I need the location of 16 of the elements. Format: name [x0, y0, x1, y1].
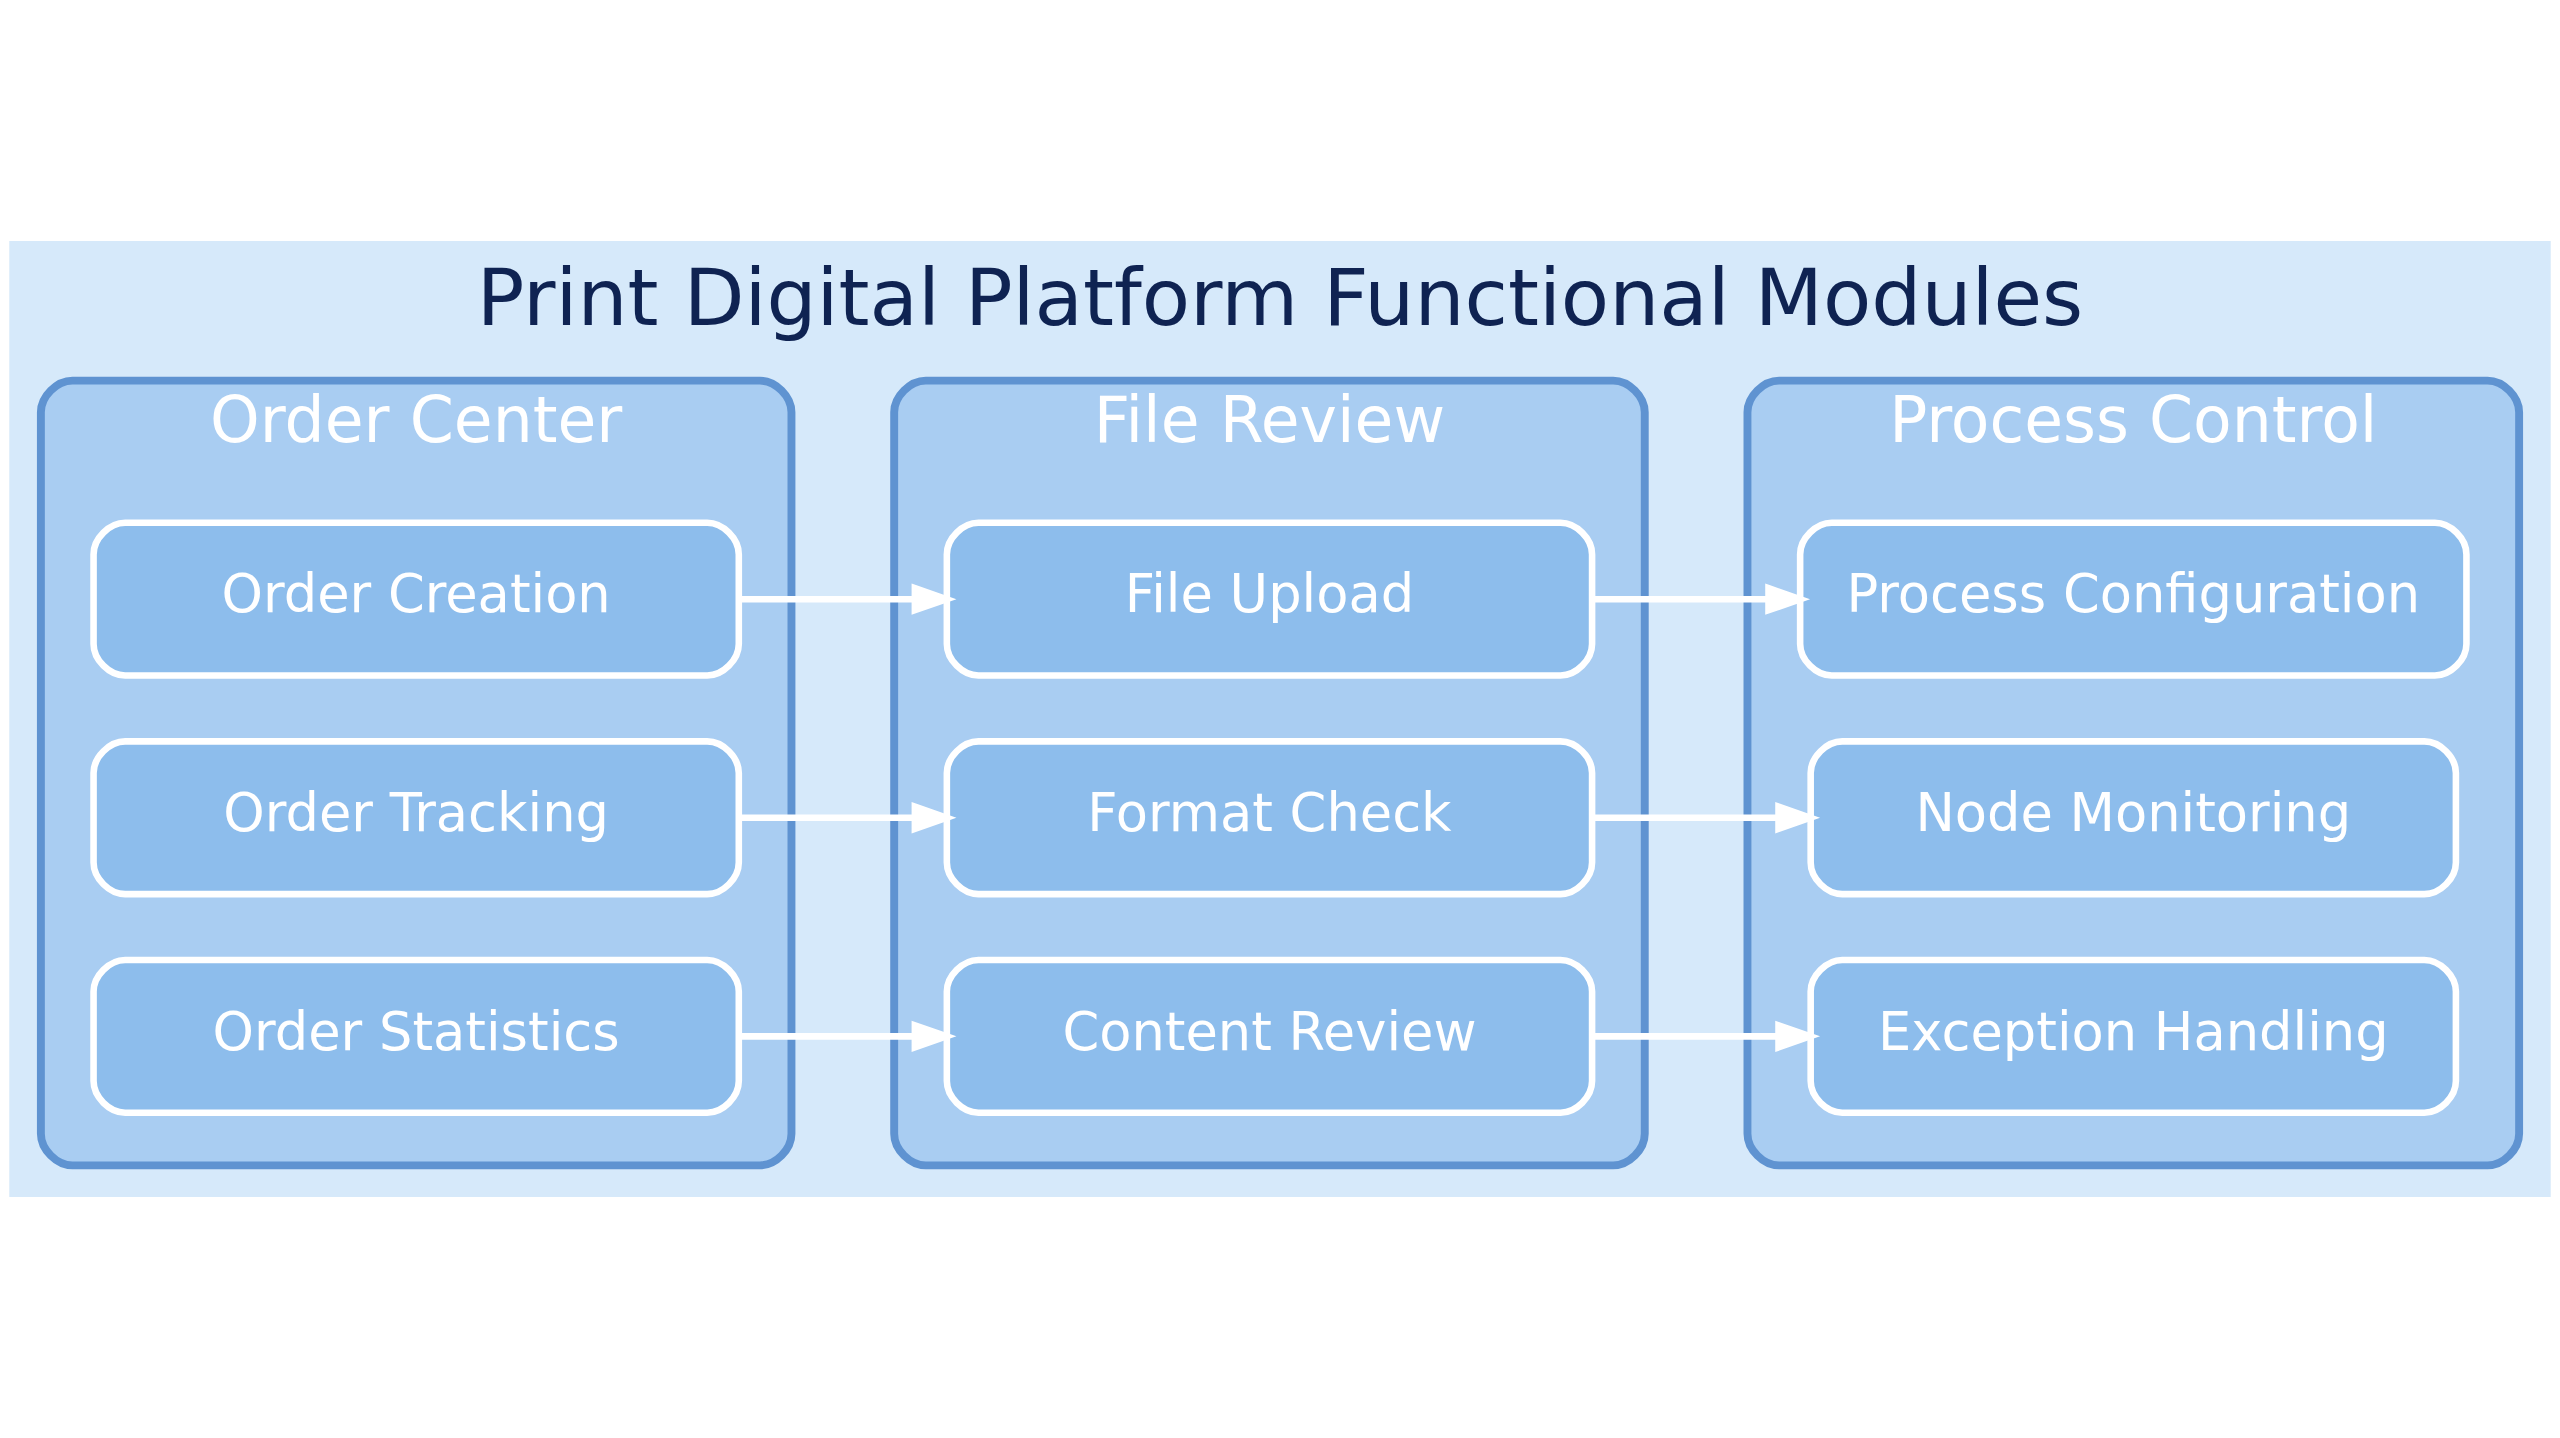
node-box: Order Creation: [90, 519, 743, 679]
node-box: Order Statistics: [90, 956, 743, 1116]
node-box: Exception Handling: [1807, 956, 2460, 1116]
node-box: Format Check: [943, 738, 1596, 898]
arrow: [739, 583, 957, 615]
node-box: File Upload: [943, 519, 1596, 679]
arrow: [739, 802, 957, 834]
arrow: [1593, 802, 1821, 834]
diagram-title: Print Digital Platform Functional Modules: [476, 252, 2084, 345]
arrow: [739, 1020, 957, 1053]
arrow: [1593, 583, 1811, 615]
node-box: Process Configuration: [1796, 519, 2470, 679]
arrow: [1593, 1020, 1821, 1053]
node-box: Order Tracking: [90, 738, 743, 898]
node-box: Node Monitoring: [1807, 738, 2460, 898]
node-box: Content Review: [943, 956, 1596, 1116]
